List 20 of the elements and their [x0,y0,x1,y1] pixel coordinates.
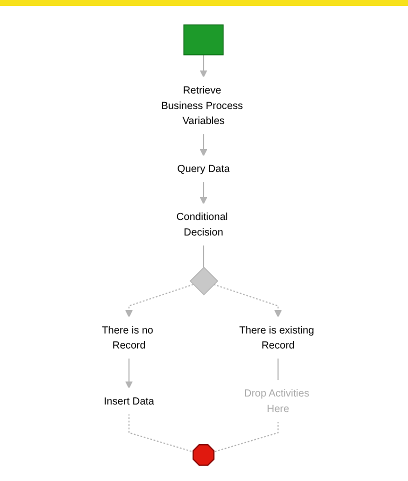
connector [203,245,205,268]
node-text: Drop Activities Here [244,387,310,415]
arrow [126,284,194,318]
arrow [126,358,134,388]
node-text: Insert Data [104,395,155,408]
node-text: There is existing Record [240,324,315,352]
arrow [200,134,208,156]
node-diamond [190,266,219,296]
connector [278,358,280,380]
node-box [184,24,224,56]
arrow [214,284,282,318]
node-text: There is no Record [102,324,154,352]
node-octagon [193,444,215,466]
arrow [200,182,208,204]
node-text: Conditional Decision [176,210,228,238]
node-text: Query Data [178,162,230,175]
connector [128,414,194,452]
arrow [200,54,208,78]
node-text: Retrieve Business Process Variables [162,84,244,127]
connector [214,422,280,452]
